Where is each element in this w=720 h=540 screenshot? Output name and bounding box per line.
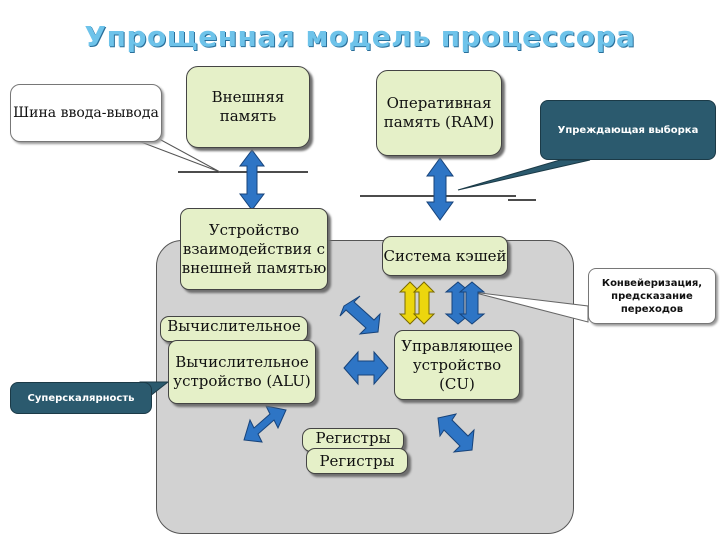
- cache-box: Система кэшей: [382, 236, 508, 276]
- cache-arrow-blue-2: [458, 281, 486, 325]
- superscalar-label: Суперскалярность: [27, 392, 135, 404]
- double-arrow-interaction-alu: [339, 295, 381, 335]
- cu-label: Управляющее устройство (CU): [401, 336, 513, 393]
- double-arrow-external-memory: [239, 149, 265, 211]
- interaction-device-box: Устройство взаимодействия с внешней памя…: [180, 208, 328, 290]
- double-arrow-alu-cu: [343, 350, 389, 386]
- prefetch-pointer: [457, 159, 591, 191]
- io-bus-label: Шина ввода-вывода: [13, 105, 159, 121]
- registers-back-label: Регистры: [315, 429, 391, 447]
- double-arrow-cu-registers: [437, 413, 475, 453]
- ram-label: Оперативная память (RAM): [383, 94, 495, 131]
- ram-box: Оперативная память (RAM): [376, 70, 502, 156]
- page-title: Упрощенная модель процессора: [84, 20, 636, 53]
- double-arrow-ram: [426, 157, 454, 221]
- prefetch-label: Упреждающая выборка: [557, 124, 699, 136]
- cu-box: Управляющее устройство (CU): [394, 330, 520, 400]
- pipelining-pointer: [471, 291, 589, 323]
- alu-label: Вычислительное устройство (ALU): [173, 353, 311, 390]
- pipelining-callout: Конвейеризация, предсказание переходов: [588, 268, 716, 324]
- registers-label: Регистры: [319, 451, 395, 470]
- alu-back-box: Вычислительное: [160, 316, 308, 342]
- registers-box: Регистры: [306, 448, 408, 474]
- external-memory-label: Внешняя память: [211, 88, 285, 125]
- cache-arrow-yellow-2: [412, 281, 436, 325]
- double-arrow-alu-registers: [243, 405, 287, 443]
- alu-back-label: Вычислительное: [167, 317, 301, 335]
- alu-box: Вычислительное устройство (ALU): [168, 340, 316, 404]
- interaction-device-label: Устройство взаимодействия с внешней памя…: [181, 220, 327, 277]
- external-memory-box: Внешняя память: [186, 66, 310, 148]
- cache-label: Система кэшей: [383, 246, 507, 265]
- io-bus-callout: Шина ввода-вывода: [10, 84, 162, 142]
- superscalar-callout: Суперскалярность: [10, 382, 152, 414]
- pipelining-label: Конвейеризация, предсказание переходов: [601, 277, 703, 315]
- prefetch-callout: Упреждающая выборка: [540, 100, 716, 160]
